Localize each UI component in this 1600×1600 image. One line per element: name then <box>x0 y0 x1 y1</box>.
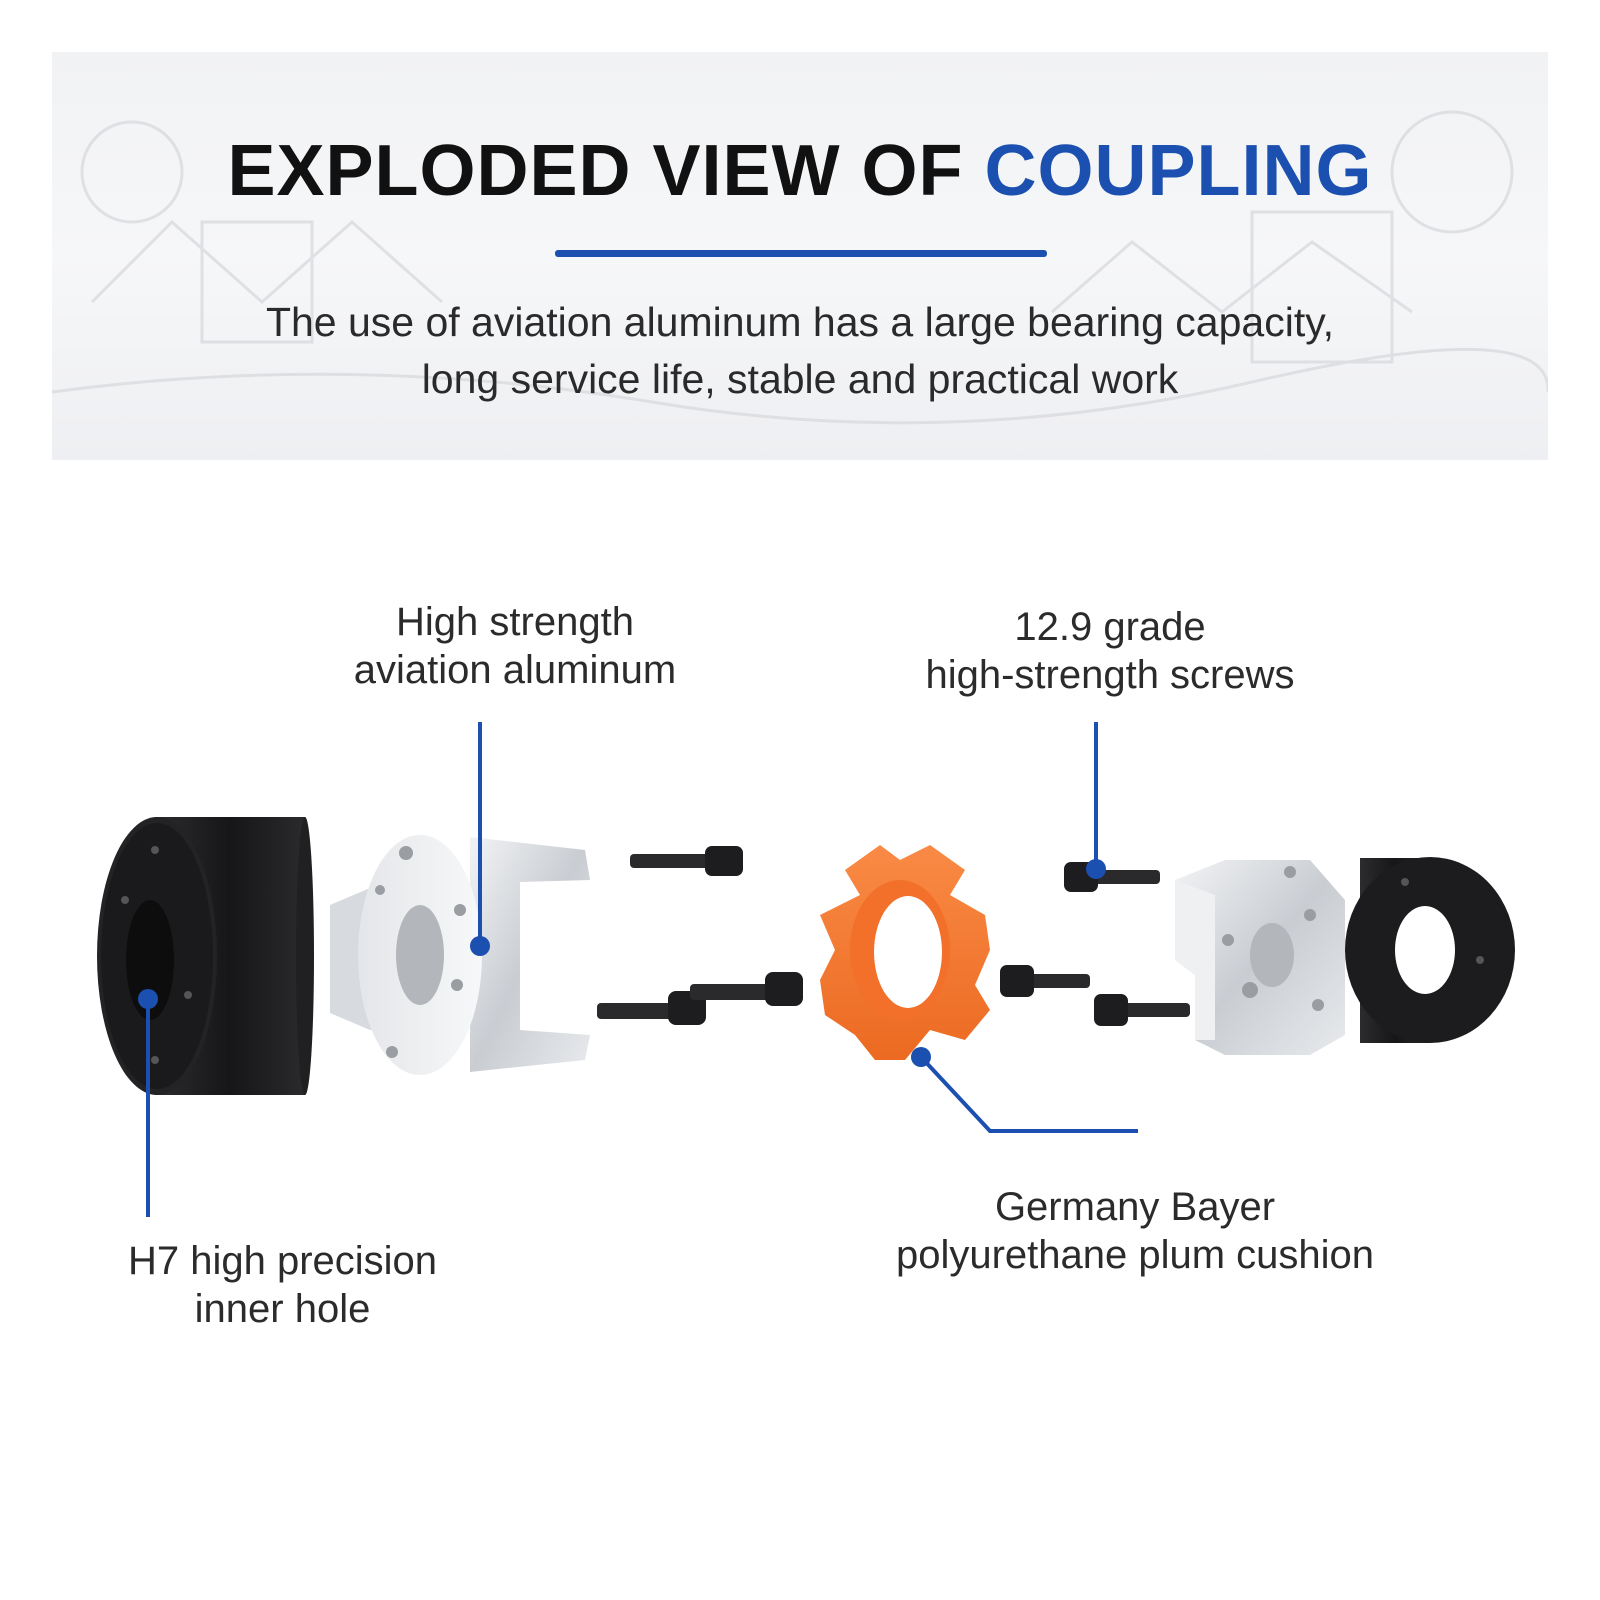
screw <box>690 972 803 1006</box>
label-screws-line-1: 12.9 grade <box>1014 605 1206 649</box>
leader-dot-screws <box>1086 859 1106 879</box>
right-clamp-ring <box>1345 857 1515 1043</box>
left-clamp-ring <box>97 817 314 1095</box>
leader-dot-cushion <box>911 1047 931 1067</box>
header-banner: EXPLODED VIEW OF COUPLING The use of avi… <box>52 52 1548 460</box>
title-main: EXPLODED VIEW OF <box>227 131 985 211</box>
screw <box>1094 994 1190 1026</box>
title-underline <box>555 250 1047 257</box>
subtitle-line-2: long service life, stable and practical … <box>421 356 1179 402</box>
label-aluminum: High strength aviation aluminum <box>330 598 700 694</box>
blueprint-background <box>52 110 1548 425</box>
label-screws-line-2: high-strength screws <box>925 653 1295 697</box>
label-aluminum-line-2: aviation aluminum <box>353 648 677 692</box>
leader-lines <box>146 722 1138 1217</box>
screw <box>1064 862 1160 892</box>
left-aluminum-hub <box>330 835 590 1075</box>
leader-dot-inner-hole <box>138 989 158 1009</box>
screws-right-group <box>1000 862 1190 1026</box>
title-accent: COUPLING <box>984 131 1373 211</box>
subtitle: The use of aviation aluminum has a large… <box>52 294 1548 408</box>
screws-left-group <box>597 846 803 1025</box>
plum-cushion <box>820 845 990 1060</box>
label-cushion: Germany Bayer polyurethane plum cushion <box>870 1183 1400 1279</box>
label-cushion-line-1: Germany Bayer <box>994 1185 1276 1229</box>
label-screws: 12.9 grade high-strength screws <box>900 603 1320 699</box>
subtitle-line-1: The use of aviation aluminum has a large… <box>265 299 1335 345</box>
label-inner-hole-line-1: H7 high precision <box>127 1239 438 1283</box>
label-aluminum-line-1: High strength <box>396 600 634 644</box>
screw <box>630 846 743 876</box>
right-aluminum-hub <box>1175 860 1345 1055</box>
screw <box>597 991 706 1025</box>
leader-dots <box>138 859 1106 1067</box>
label-cushion-line-2: polyurethane plum cushion <box>895 1233 1375 1277</box>
leader-dot-aluminum <box>470 936 490 956</box>
leader-line-cushion <box>919 1055 1138 1133</box>
label-inner-hole: H7 high precision inner hole <box>100 1237 465 1333</box>
label-inner-hole-line-2: inner hole <box>194 1287 371 1331</box>
screw <box>1000 965 1090 997</box>
page-title: EXPLODED VIEW OF COUPLING <box>52 130 1548 212</box>
